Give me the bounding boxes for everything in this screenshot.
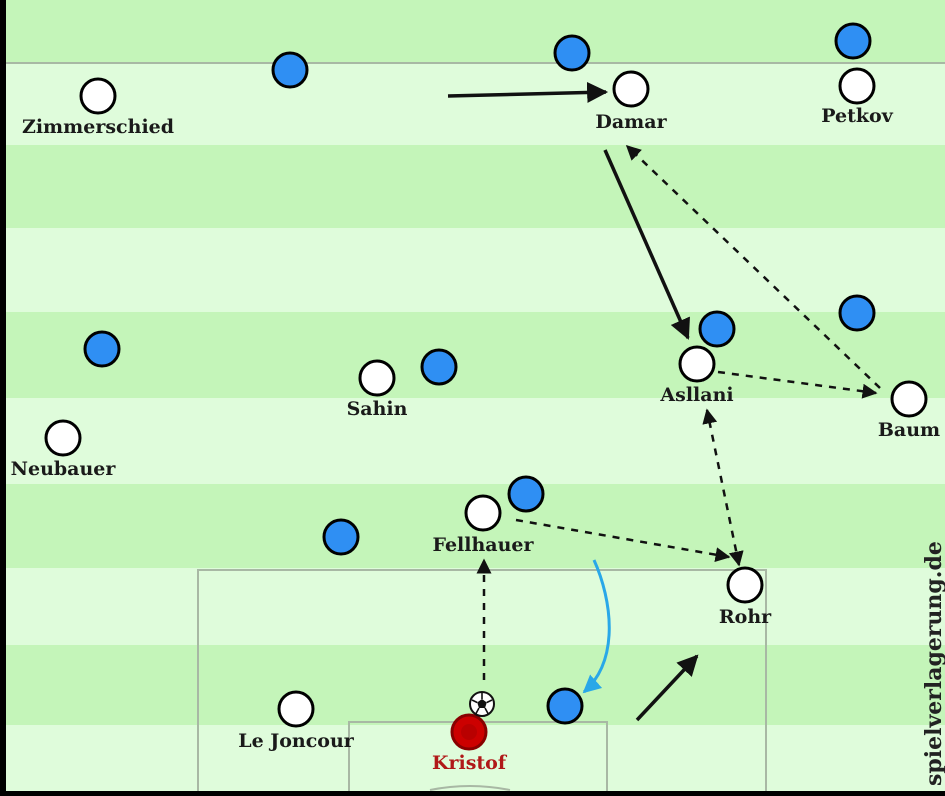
player-label: Fellhauer <box>432 534 534 556</box>
grass-stripe <box>6 0 945 63</box>
pass-arrow <box>702 408 744 567</box>
player-label: Neubauer <box>11 458 117 480</box>
goalkeeper-label: Kristof <box>432 752 508 774</box>
press-run-arrow <box>582 559 611 694</box>
player-marker[interactable]: Zimmerschied <box>22 77 174 138</box>
opponent-marker[interactable] <box>553 34 591 72</box>
player-marker[interactable]: Rohr <box>719 566 772 628</box>
player-label: Rohr <box>719 606 772 628</box>
grass-stripe <box>6 63 945 145</box>
grass-stripe <box>6 228 945 312</box>
opponent-marker[interactable] <box>834 22 872 60</box>
grass-stripe <box>6 398 945 484</box>
player-marker[interactable]: Asllani <box>659 345 734 406</box>
player-marker[interactable]: Fellhauer <box>432 494 534 556</box>
home-team: Zimmerschied Damar Petkov Sahin Asllani … <box>11 67 940 752</box>
grass-stripes <box>6 0 945 791</box>
grass-stripe <box>6 145 945 228</box>
opponent-marker[interactable] <box>271 51 309 89</box>
opponent-marker[interactable] <box>322 518 360 556</box>
run-arrow <box>635 654 699 722</box>
player-marker[interactable]: Neubauer <box>11 419 117 480</box>
goalkeeper-marker[interactable]: Kristof <box>432 713 508 774</box>
watermark: spielverlagerung.de <box>921 541 945 786</box>
opponent-marker[interactable] <box>420 348 458 386</box>
player-label: Le Joncour <box>238 730 355 752</box>
player-label: Zimmerschied <box>22 116 174 138</box>
player-label: Baum <box>878 419 940 441</box>
grass-stripe <box>6 312 945 398</box>
goal-arc <box>429 785 511 791</box>
pass-arrow <box>625 144 881 389</box>
run-arrow <box>603 149 690 340</box>
away-team <box>83 22 876 725</box>
arrows <box>447 81 881 722</box>
player-marker[interactable]: Damar <box>595 70 668 133</box>
player-marker[interactable]: Baum <box>878 380 940 441</box>
opponent-marker[interactable] <box>546 687 584 725</box>
opponent-marker[interactable] <box>838 294 876 332</box>
player-marker[interactable]: Le Joncour <box>238 690 355 752</box>
player-label: Asllani <box>659 384 733 406</box>
left-touchline <box>0 0 6 791</box>
run-arrow <box>447 81 609 103</box>
soccer-ball-icon <box>469 691 495 717</box>
opponent-marker[interactable] <box>698 310 736 348</box>
pass-arrow <box>717 370 878 399</box>
player-label: Sahin <box>347 398 408 420</box>
player-label: Damar <box>595 111 667 133</box>
opponent-marker[interactable] <box>83 330 121 368</box>
player-label: Petkov <box>821 105 893 127</box>
player-marker[interactable]: Sahin <box>347 359 408 420</box>
grass-stripe <box>6 568 945 645</box>
player-marker[interactable]: Petkov <box>821 67 894 127</box>
opponent-marker[interactable] <box>507 475 545 513</box>
